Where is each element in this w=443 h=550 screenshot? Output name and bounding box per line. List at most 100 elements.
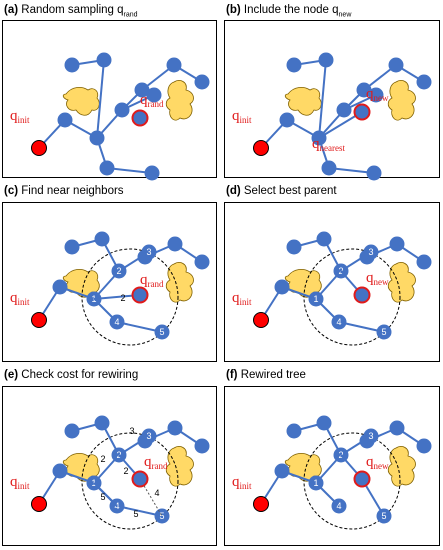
q-init-label: qinit <box>232 474 252 491</box>
node-number: 4 <box>114 501 119 511</box>
obstacle <box>62 86 100 116</box>
node-number: 3 <box>368 247 373 257</box>
tree-node <box>416 254 432 270</box>
tree-node <box>286 423 302 439</box>
tree-node <box>57 112 73 128</box>
q-init-node <box>31 496 47 512</box>
q-init-node <box>253 140 269 156</box>
neighbor-node-2 <box>111 263 127 279</box>
obstacle <box>387 262 416 303</box>
node-number: 4 <box>336 317 341 327</box>
q-init-node <box>253 496 269 512</box>
q-init-node <box>31 140 47 156</box>
q-rand-label: qrand <box>144 454 168 471</box>
neighbor-node-5 <box>154 508 170 524</box>
edge-cost-label: 2 <box>100 454 105 464</box>
tree-edge <box>318 59 327 139</box>
tree-node <box>416 74 432 90</box>
obstacle <box>165 80 194 121</box>
panel-e-graphics: 12345qinitqrand322554 <box>10 415 210 530</box>
tree-node <box>194 438 210 454</box>
tree-edge <box>106 167 153 174</box>
node-number: 1 <box>313 478 318 488</box>
tree-node <box>64 239 80 255</box>
tree-edge <box>116 505 163 517</box>
tree-node <box>316 231 332 247</box>
tree-node <box>388 57 404 73</box>
q-new-label: qnew <box>366 454 389 471</box>
neighbor-node-5 <box>376 508 392 524</box>
neighbor-node-3 <box>141 244 157 260</box>
tree-node <box>146 87 162 103</box>
tree-node <box>311 130 327 146</box>
tree-node <box>114 102 130 118</box>
q-new-node <box>353 103 371 121</box>
node-number: 4 <box>336 501 341 511</box>
panel-title-e: (e) Check cost for rewiring <box>4 369 139 381</box>
panel-d-graphics: 12345qinitqnew <box>232 231 432 346</box>
tree-edge <box>93 482 118 507</box>
obstacle <box>165 446 194 487</box>
tree-node <box>356 82 372 98</box>
q-rand-node <box>131 470 149 488</box>
q-rand-node <box>131 109 149 127</box>
tree-node <box>52 279 68 295</box>
tree-node <box>389 420 405 436</box>
edge-cost-label: 5 <box>133 509 138 519</box>
tree-node <box>274 463 290 479</box>
tree-node <box>274 279 290 295</box>
neighbor-node-1 <box>308 475 324 491</box>
tree-node <box>64 423 80 439</box>
neighbor-node-3 <box>141 428 157 444</box>
tree-node <box>167 420 183 436</box>
edge-cost-label: 2 <box>120 293 125 303</box>
q-new-label: qnew <box>366 86 389 103</box>
q-init-label: qinit <box>232 290 252 307</box>
neighbor-node-3 <box>363 244 379 260</box>
neighbor-radius-circle <box>303 432 401 530</box>
edge-cost-label: 3 <box>129 426 134 436</box>
node-number: 1 <box>313 294 318 304</box>
tree-edge <box>328 167 375 174</box>
edge-cost-label: 4 <box>154 488 159 498</box>
tree-node <box>194 254 210 270</box>
node-number: 5 <box>381 511 386 521</box>
neighbor-node-5 <box>376 324 392 340</box>
tree-node <box>167 236 183 252</box>
tree-node <box>94 415 110 431</box>
tree-edge <box>116 321 163 333</box>
tree-node <box>89 130 105 146</box>
q-new-node <box>353 286 371 304</box>
tree-node <box>416 438 432 454</box>
node-number: 5 <box>159 327 164 337</box>
neighbor-node-1 <box>308 291 324 307</box>
node-number: 3 <box>146 431 151 441</box>
neighbor-node-4 <box>331 314 347 330</box>
obstacle <box>387 80 416 121</box>
tree-node <box>194 74 210 90</box>
obstacle <box>165 262 194 303</box>
tree-node <box>321 160 337 176</box>
q-init-label: qinit <box>10 474 30 491</box>
node-number: 2 <box>116 266 121 276</box>
panel-title-b: (b) Include the node qnew <box>226 4 352 19</box>
node-number: 3 <box>146 247 151 257</box>
q-init-node <box>31 312 47 328</box>
panel-f-graphics: 12345qinitqnew <box>232 415 432 530</box>
q-init-label: qinit <box>10 108 30 125</box>
tree-node <box>96 52 112 68</box>
panel-title-a: (a) Random sampling qrand <box>4 4 138 19</box>
panel-title-d: (d) Select best parent <box>226 185 337 197</box>
obstacle <box>387 446 416 487</box>
q-rand-node <box>131 286 149 304</box>
panel-title-c: (c) Find near neighbors <box>4 185 124 197</box>
tree-node <box>166 57 182 73</box>
q-init-label: qinit <box>232 108 252 125</box>
neighbor-radius-circle <box>303 248 401 346</box>
neighbor-radius-circle <box>81 432 179 530</box>
tree-node <box>389 236 405 252</box>
